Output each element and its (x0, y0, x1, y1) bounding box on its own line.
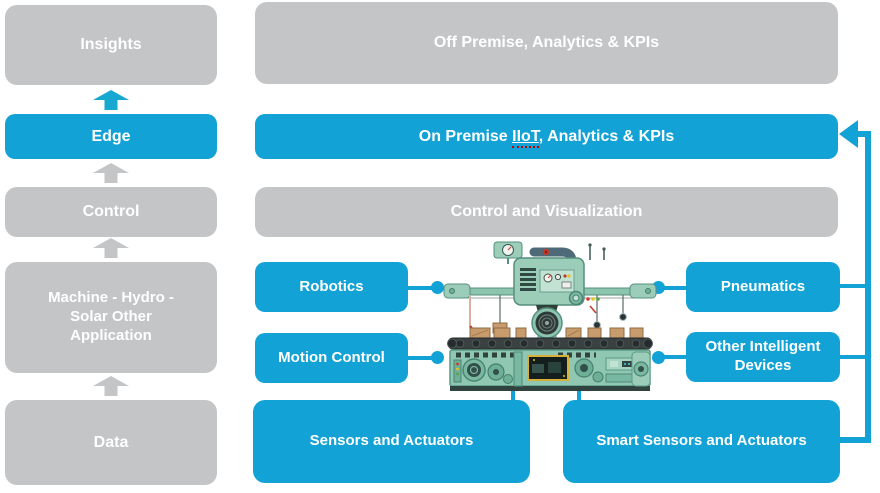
on-premise-term-iiot: IIoT (512, 127, 539, 148)
box-control-label: Control (82, 203, 140, 220)
box-robotics: Robotics (255, 262, 408, 312)
connector-motion-control (407, 356, 434, 360)
box-control-visualization: Control and Visualization (255, 187, 838, 237)
box-control-visualization-label: Control and Visualization (450, 203, 643, 220)
up-arrow-icon (93, 163, 129, 183)
up-arrow-icon (93, 238, 129, 258)
box-on-premise-label: On Premise IIoT, Analytics & KPIs (418, 127, 675, 148)
on-premise-suffix: , Analytics & KPIs (538, 127, 675, 145)
box-sensors-actuators: Sensors and Actuators (253, 400, 530, 483)
box-other-intelligent-devices-label: Other Intelligent Devices (705, 338, 821, 374)
connector-dot-motion-control (431, 351, 444, 364)
box-robotics-label: Robotics (299, 277, 364, 295)
box-edge: Edge (5, 114, 217, 159)
up-arrow-icon (93, 90, 129, 110)
box-pneumatics: Pneumatics (686, 262, 840, 312)
box-sensors-actuators-label: Sensors and Actuators (309, 432, 474, 450)
box-data-label: Data (93, 433, 129, 451)
box-machine-applications: Machine - Hydro - Solar Other Applicatio… (5, 262, 217, 373)
box-data: Data (5, 400, 217, 485)
connector-smart-sensors-to-bus (838, 437, 871, 443)
feedback-bus-vertical-line (865, 131, 871, 443)
industrial-conveyor-machine-icon (443, 241, 657, 391)
connector-pneumatics-to-bus (840, 284, 867, 288)
box-control: Control (5, 187, 217, 237)
box-smart-sensors-actuators: Smart Sensors and Actuators (563, 400, 840, 483)
connector-smart-sensors-stem (577, 386, 581, 401)
box-pneumatics-label: Pneumatics (720, 277, 806, 295)
connector-other-devices (663, 355, 686, 359)
connector-dot-robotics (431, 281, 444, 294)
up-arrow-icon (93, 376, 129, 396)
box-on-premise: On Premise IIoT, Analytics & KPIs (255, 114, 838, 159)
box-motion-control: Motion Control (255, 333, 408, 383)
connector-pneumatics (663, 286, 686, 290)
feedback-bus-top-stub (856, 131, 868, 137)
connector-sensors-stem (511, 386, 515, 401)
box-insights-label: Insights (80, 36, 142, 53)
box-motion-control-label: Motion Control (278, 348, 385, 366)
box-other-intelligent-devices: Other Intelligent Devices (686, 332, 840, 382)
connector-other-devices-to-bus (840, 355, 867, 359)
connector-dot-other-devices (652, 351, 665, 364)
on-premise-prefix: On Premise (418, 127, 513, 145)
box-off-premise-label: Off Premise, Analytics & KPIs (433, 34, 660, 51)
box-edge-label: Edge (91, 127, 131, 145)
box-insights: Insights (5, 5, 217, 85)
box-off-premise: Off Premise, Analytics & KPIs (255, 2, 838, 84)
box-smart-sensors-actuators-label: Smart Sensors and Actuators (596, 432, 807, 450)
connector-robotics (407, 286, 434, 290)
feedback-arrow-left-icon (839, 120, 858, 148)
box-machine-applications-label: Machine - Hydro - Solar Other Applicatio… (48, 289, 174, 344)
